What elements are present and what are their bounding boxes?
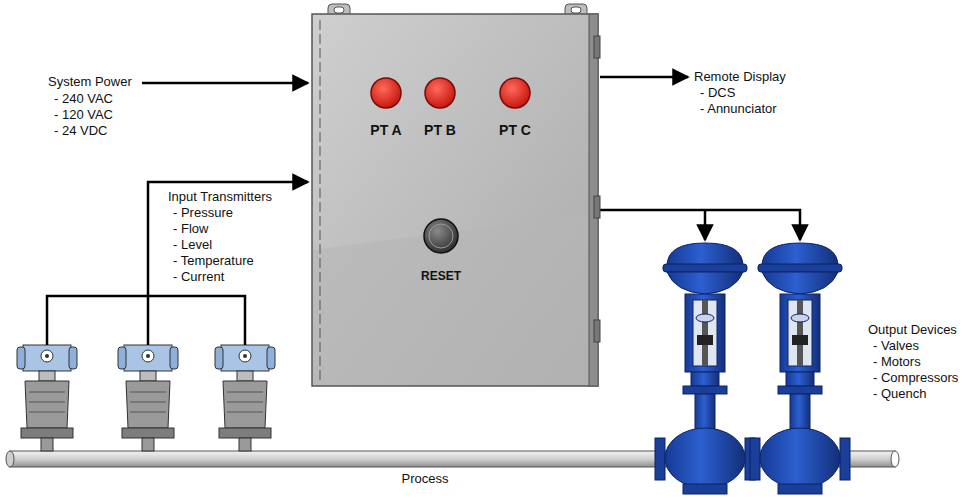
input-wire <box>47 296 245 345</box>
reset-button: RESET <box>401 217 481 283</box>
lamp-circle <box>498 76 532 110</box>
output-wire <box>600 210 800 240</box>
lamp-circle <box>369 76 403 110</box>
label-text: - 240 VAC <box>54 91 113 107</box>
label-text: - Motors <box>873 354 921 370</box>
display-arrow <box>600 76 688 79</box>
control-valve <box>655 243 755 494</box>
control-panel <box>312 4 600 386</box>
pilot-light: PT A <box>351 76 421 138</box>
label-text: - Pressure <box>173 205 233 221</box>
lamp-label: PT C <box>480 122 550 138</box>
power-arrow <box>142 82 308 85</box>
label-text: - Annunciator <box>700 101 777 117</box>
transmitter <box>17 345 77 451</box>
output-wire <box>704 210 707 240</box>
lamp-circle <box>423 76 457 110</box>
label-text: - Level <box>173 237 212 253</box>
label-text: Input Transmitters <box>168 189 272 205</box>
label-text: Remote Display <box>694 69 786 85</box>
button-cap <box>424 219 458 253</box>
transmitter <box>215 345 275 451</box>
pilot-light: PT C <box>480 76 550 138</box>
lamp-lens <box>500 78 530 108</box>
button-ring <box>429 224 453 248</box>
label-text: Output Devices <box>868 322 957 338</box>
button-label: RESET <box>401 269 481 283</box>
button-circle <box>422 217 460 255</box>
input-wire <box>148 182 308 345</box>
label-text: Process <box>402 471 449 487</box>
lamp-label: PT A <box>351 122 421 138</box>
lamp-label: PT B <box>405 122 475 138</box>
label-text: - Current <box>173 269 224 285</box>
label-text: - 24 VDC <box>54 123 107 139</box>
label-text: - DCS <box>700 85 735 101</box>
lamp-lens <box>371 78 401 108</box>
pilot-light: PT B <box>405 76 475 138</box>
transmitter <box>118 345 178 451</box>
control-valve <box>750 243 850 494</box>
label-text: System Power <box>48 74 132 90</box>
label-text: - Flow <box>173 221 208 237</box>
label-text: - 120 VAC <box>54 107 113 123</box>
label-text: - Valves <box>873 338 919 354</box>
label-text: - Compressors <box>873 370 958 386</box>
label-text: - Temperature <box>173 253 254 269</box>
label-text: - Quench <box>873 386 926 402</box>
lamp-lens <box>425 78 455 108</box>
